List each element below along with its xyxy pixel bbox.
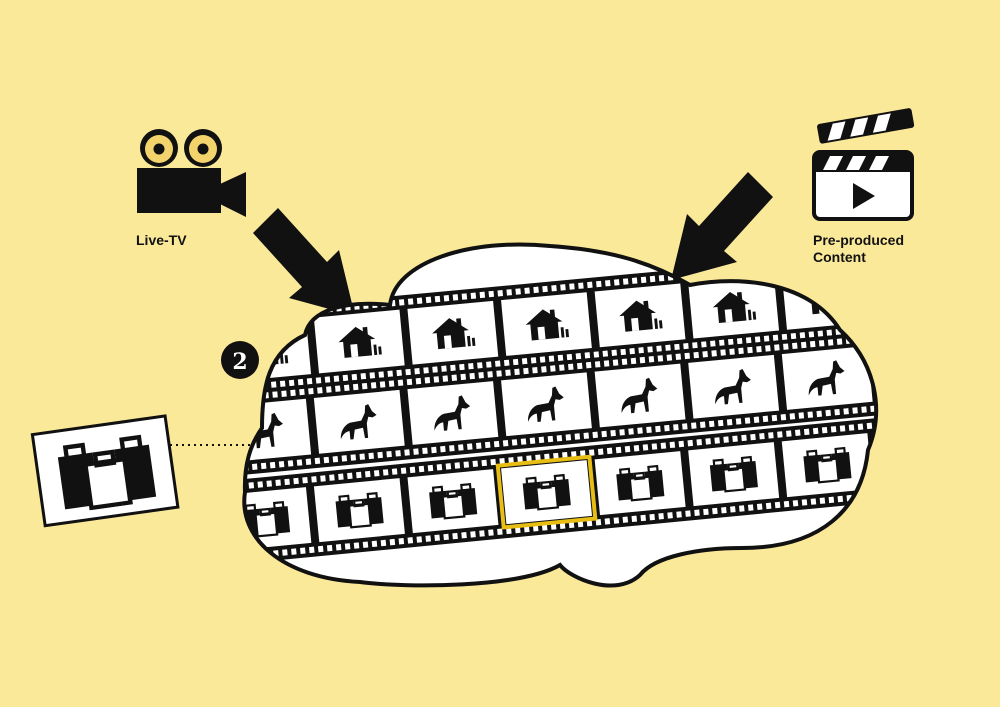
live-tv-label: Live-TV: [136, 232, 187, 248]
highlighted-frame: [495, 454, 598, 530]
svg-text:2: 2: [232, 349, 247, 375]
extracted-frame: [30, 414, 180, 528]
arrow-icon: [671, 172, 773, 280]
preproduced-label-line2: Content: [813, 249, 866, 265]
step-badge: 2: [221, 341, 259, 379]
cloud: [127, 242, 879, 588]
film-strip: [244, 327, 877, 479]
preproduced-label: Pre-produced: [813, 232, 905, 248]
video-camera-icon: [137, 129, 246, 217]
film-frame: [127, 327, 218, 391]
arrow-icon: [253, 208, 355, 316]
clapperboard-icon: [812, 108, 915, 221]
film-strip: [244, 414, 877, 563]
film-frame: [781, 266, 873, 330]
house-icon: [150, 342, 195, 376]
